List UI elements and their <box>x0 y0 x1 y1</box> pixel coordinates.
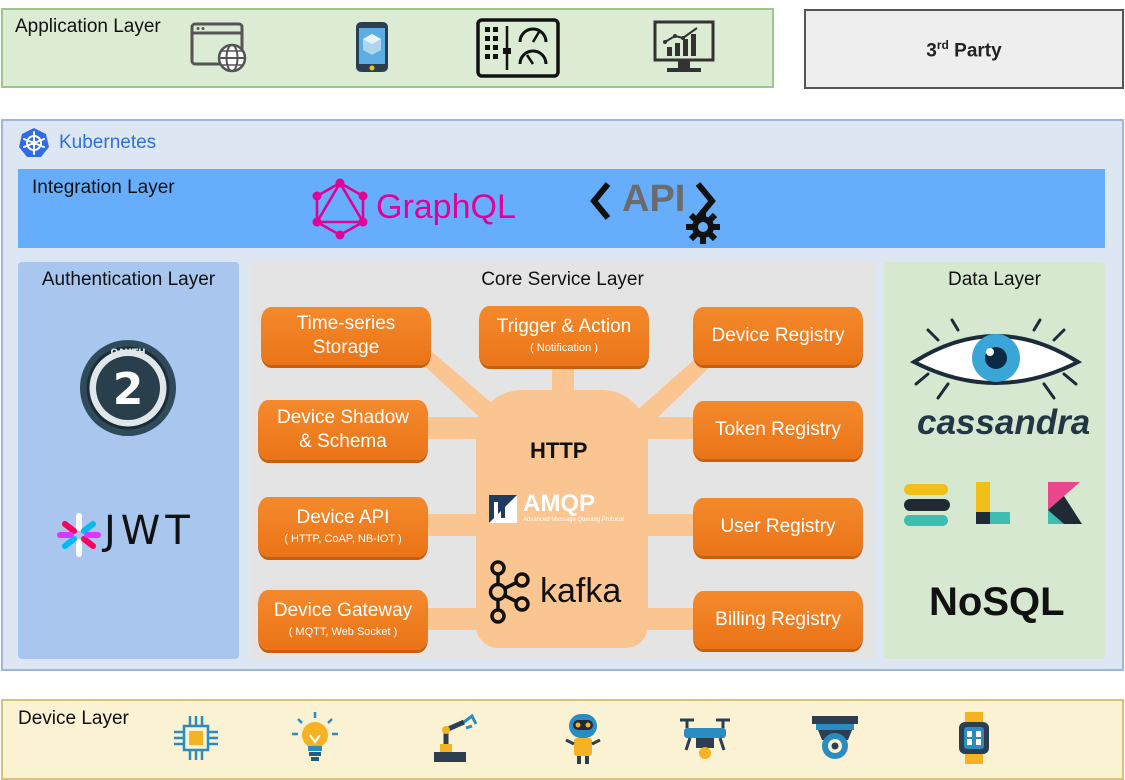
kafka-label: kafka <box>540 572 622 610</box>
amqp-logo-icon <box>489 495 517 523</box>
application-layer: Application Layer <box>1 8 774 88</box>
gateway-label: Device Gateway <box>273 600 413 621</box>
jwt-label: JWT <box>104 508 195 554</box>
kubernetes-title: Kubernetes <box>59 132 157 153</box>
third-party-box: 3rd Party <box>804 9 1124 89</box>
kibana-icon <box>1048 482 1082 524</box>
third-party-label: 3rd Party <box>806 38 1122 62</box>
analytics-monitor-icon <box>653 20 715 72</box>
smart-bulb-icon <box>292 712 338 761</box>
data-layer-title: Data Layer <box>948 269 1041 290</box>
drone-icon <box>680 718 730 759</box>
timeseries-storage-box: Time-series Storage <box>261 307 431 365</box>
elasticsearch-icon <box>904 484 950 526</box>
cassandra-eye-icon <box>909 318 1083 400</box>
jwt-logo-icon <box>57 513 101 557</box>
device-api-label: Device API <box>296 507 390 528</box>
amqp-subtitle: Advanced Message Queuing Protocol <box>523 517 624 523</box>
logstash-icon <box>976 482 1010 524</box>
shadow-label-line1: Device Shadow <box>276 407 410 428</box>
device-registry-box: Device Registry <box>693 307 863 365</box>
device-gateway-box: Device Gateway ( MQTT, Web Socket ) <box>258 590 428 650</box>
integration-layer: Integration Layer <box>18 169 1105 248</box>
data-layer: Data Layer <box>884 262 1105 659</box>
web-browser-icon <box>190 22 247 73</box>
timeseries-label-line2: Storage <box>312 337 380 358</box>
device-layer-title: Device Layer <box>18 708 129 729</box>
core-service-layer-title: Core Service Layer <box>481 269 644 290</box>
robot-arm-icon <box>434 713 478 762</box>
cassandra-label: cassandra <box>917 403 1091 442</box>
robot-icon <box>565 714 601 764</box>
api-label: API <box>622 178 686 220</box>
timeseries-label-line1: Time-series <box>296 313 396 334</box>
amqp-label: AMQP <box>523 490 595 517</box>
user-registry-label: User Registry <box>720 516 836 537</box>
third-party-text: Party <box>954 40 1002 62</box>
trigger-sub: ( Notification ) <box>530 342 598 354</box>
billing-registry-box: Billing Registry <box>693 591 863 649</box>
billing-registry-label: Billing Registry <box>715 609 841 630</box>
oauth-number: 2 <box>113 364 144 415</box>
chip-icon <box>174 716 218 760</box>
security-camera-icon <box>812 716 858 759</box>
kafka-icon <box>488 560 530 624</box>
trigger-action-box: Trigger & Action ( Notification ) <box>479 306 649 366</box>
user-registry-box: User Registry <box>693 498 863 556</box>
oauth2-icon: OAUTH 2 <box>80 340 176 436</box>
device-api-box: Device API ( HTTP, CoAP, NB-IOT ) <box>258 497 428 557</box>
device-registry-label: Device Registry <box>711 325 845 346</box>
http-label: HTTP <box>530 438 588 463</box>
third-party-ordinal-suffix: rd <box>936 38 949 52</box>
token-registry-box: Token Registry <box>693 401 863 459</box>
kubernetes-icon <box>19 128 49 157</box>
chevron-left-icon <box>590 182 611 220</box>
third-party-ordinal: 3 <box>926 40 937 62</box>
mobile-app-icon <box>356 22 388 72</box>
authentication-layer: Authentication Layer <box>18 262 239 659</box>
device-layer: Device Layer <box>1 699 1124 780</box>
token-registry-label: Token Registry <box>715 419 841 440</box>
shadow-label-line2: & Schema <box>299 431 387 452</box>
integration-layer-title: Integration Layer <box>32 177 175 198</box>
device-api-sub: ( HTTP, CoAP, NB-IOT ) <box>284 533 402 545</box>
gear-icon <box>686 210 720 244</box>
oauth-ring-text: OAUTH <box>110 348 145 358</box>
authentication-layer-title: Authentication Layer <box>41 269 216 290</box>
gateway-sub: ( MQTT, Web Socket ) <box>288 626 398 638</box>
trigger-label: Trigger & Action <box>496 316 632 337</box>
control-panel-icon <box>476 18 560 78</box>
device-shadow-box: Device Shadow & Schema <box>258 400 428 460</box>
smartwatch-icon <box>959 712 989 764</box>
application-layer-title: Application Layer <box>15 16 161 37</box>
nosql-label: NoSQL <box>929 580 1065 624</box>
graphql-icon <box>312 178 368 240</box>
graphql-label: GraphQL <box>376 188 516 226</box>
